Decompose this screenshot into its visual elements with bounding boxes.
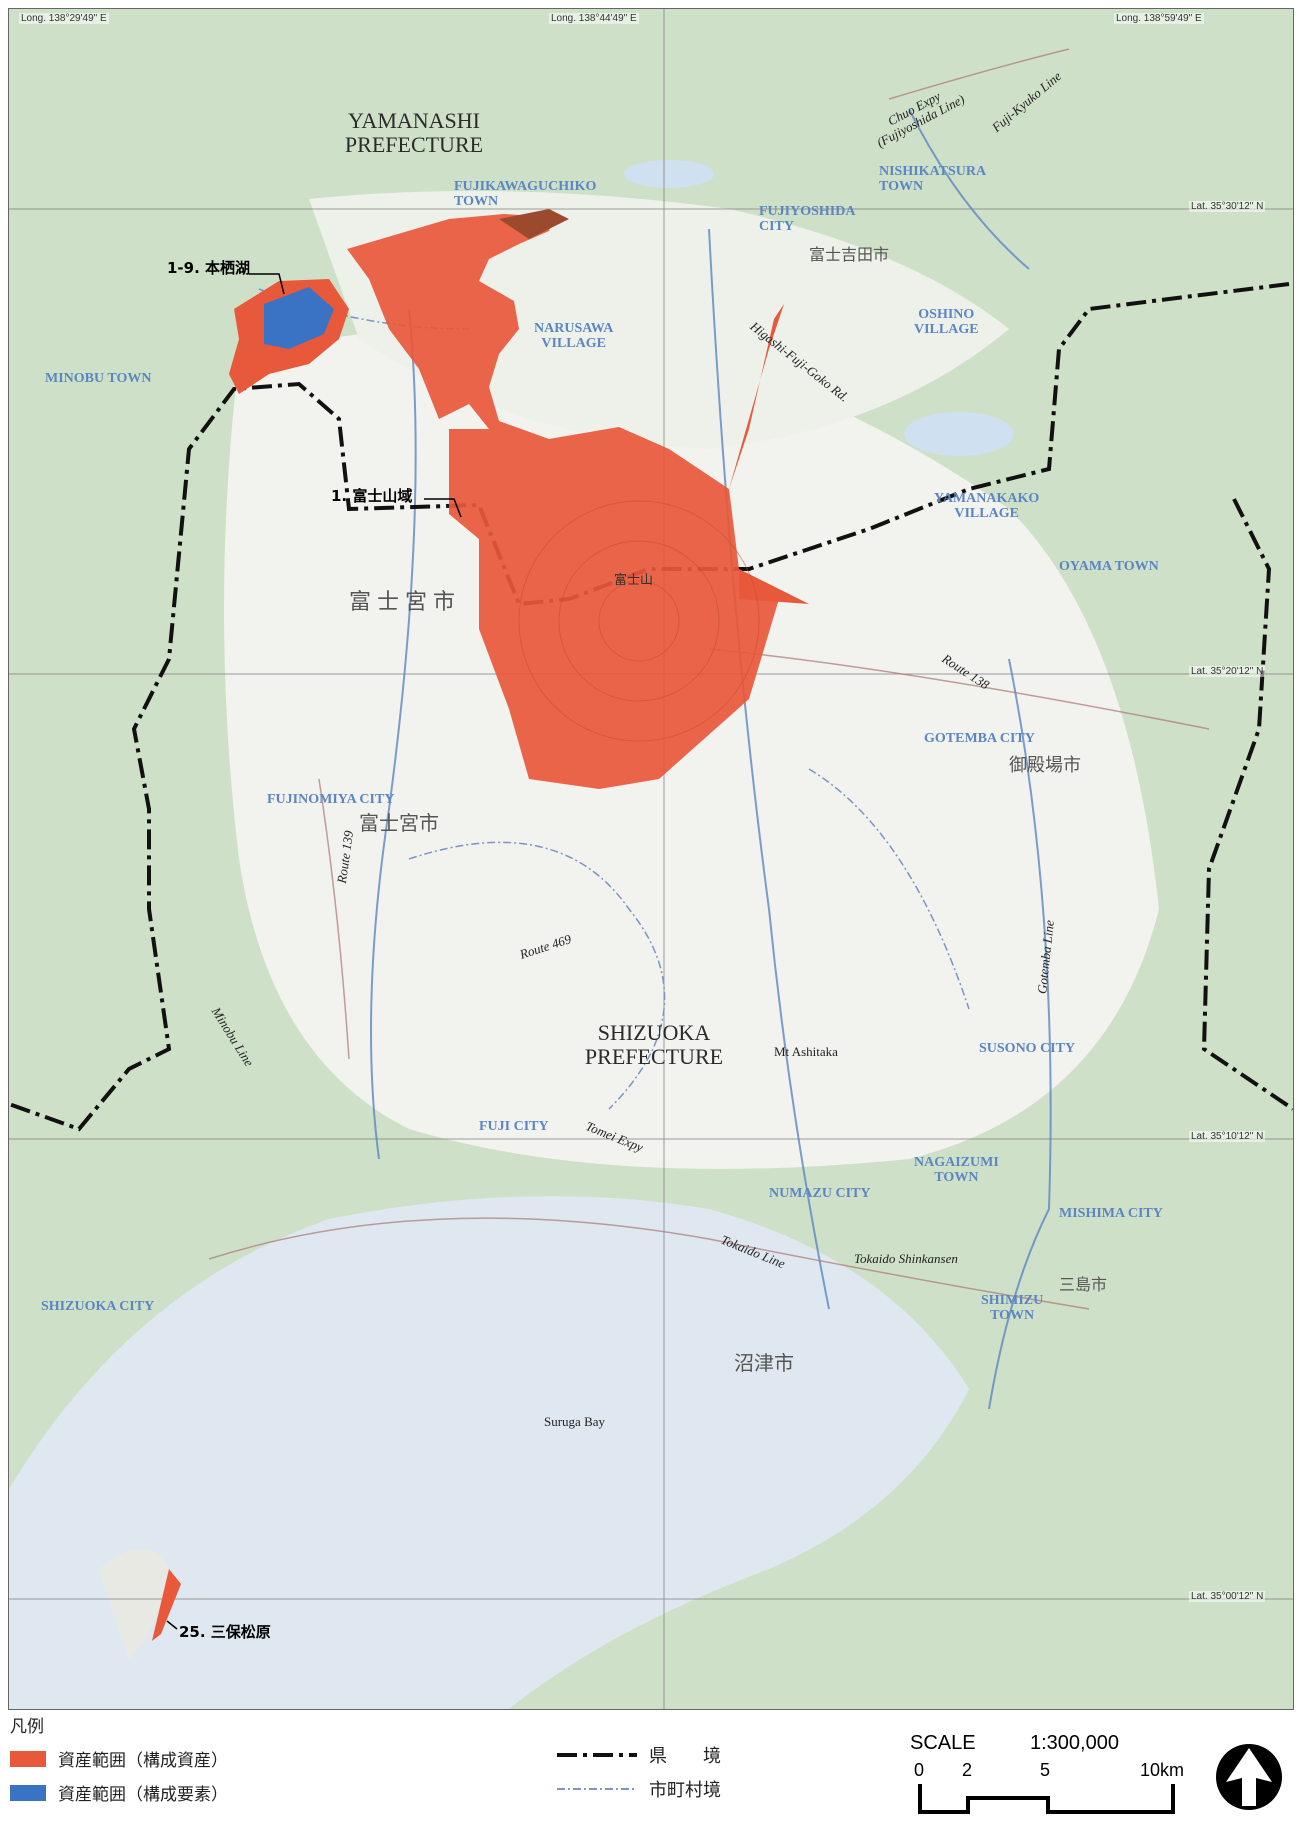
miho-property-area bbox=[152, 1569, 181, 1641]
coord-lat-30: Lat. 35°30'12" N bbox=[1189, 201, 1266, 212]
legend-item-property: 資産範囲（構成資産） bbox=[10, 1746, 228, 1771]
scale-bar: SCALE 1:300,000 0 2 5 10km bbox=[900, 1732, 1220, 1822]
kawaguchi-property-strip bbox=[499, 209, 569, 239]
town-minobu: MINOBU TOWN bbox=[45, 371, 152, 386]
miho-peninsula bbox=[99, 1549, 169, 1659]
legend-item-muni-border: 市町村境 bbox=[557, 1776, 721, 1802]
city-fujinomiya: FUJINOMIYA CITY bbox=[267, 792, 395, 807]
coord-long-mid: Long. 138°44'49" E bbox=[549, 13, 639, 24]
feature-suruga-bay: Suruga Bay bbox=[544, 1414, 606, 1429]
coord-lat-20: Lat. 35°20'12" N bbox=[1189, 666, 1266, 677]
feature-mt-ashitaka: Mt Ashitaka bbox=[774, 1044, 838, 1059]
city-mishima: MISHIMA CITY bbox=[1059, 1206, 1163, 1221]
fuji-contour-marks bbox=[518, 500, 760, 742]
town-oyama: OYAMA TOWN bbox=[1059, 559, 1159, 574]
site-miho[interactable]: 25. 三保松原 bbox=[179, 1623, 271, 1641]
muni-border-line-icon bbox=[557, 1788, 637, 1790]
jp-fujinomiya-south: 富士宮市 bbox=[359, 811, 439, 835]
property-swatch-icon bbox=[10, 1750, 46, 1767]
scale-title: SCALE bbox=[910, 1732, 976, 1754]
coord-long-left: Long. 138°29'49" E bbox=[19, 13, 109, 24]
yoshida-trail-property bbox=[729, 304, 784, 489]
legend-panel: 凡例 資産範囲（構成資産） 資産範囲（構成要素） 県 境 市町村境 SCALE … bbox=[0, 1712, 1300, 1825]
scale-tick-5: 5 bbox=[1040, 1760, 1051, 1780]
map-frame[interactable]: Long. 138°29'49" E Long. 138°44'49" E Lo… bbox=[8, 8, 1294, 1710]
motosuko-lake-component bbox=[264, 287, 334, 349]
pref-border-line-icon bbox=[557, 1753, 637, 1757]
scale-tick-2: 2 bbox=[962, 1760, 973, 1780]
coord-long-right: Long. 138°59'49" E bbox=[1114, 13, 1204, 24]
site-leader-lines bbox=[166, 273, 462, 1630]
site-fujisan-area[interactable]: 1. 富士山域 bbox=[331, 487, 413, 505]
legend-item-component: 資産範囲（構成要素） bbox=[10, 1780, 228, 1805]
scale-tick-0: 0 bbox=[914, 1760, 925, 1780]
component-swatch-icon bbox=[10, 1784, 46, 1801]
map-canvas bbox=[9, 9, 1293, 1709]
jp-fujisan: 富士山 bbox=[614, 573, 654, 588]
scale-ratio: 1:300,000 bbox=[1030, 1732, 1119, 1754]
scale-tick-10: 10km bbox=[1140, 1760, 1185, 1780]
city-shizuoka: SHIZUOKA CITY bbox=[41, 1299, 155, 1314]
scale-bar-graphic bbox=[918, 1784, 1175, 1814]
coord-lat-10: Lat. 35°10'12" N bbox=[1189, 1131, 1266, 1142]
city-susono: SUSONO CITY bbox=[979, 1041, 1076, 1056]
site-motosuko[interactable]: 1-9. 本栖湖 bbox=[167, 259, 251, 277]
legend-title: 凡例 bbox=[10, 1717, 44, 1737]
city-gotemba: GOTEMBA CITY bbox=[924, 731, 1035, 746]
jp-gotemba: 御殿場市 bbox=[1009, 755, 1081, 776]
city-numazu: NUMAZU CITY bbox=[769, 1186, 871, 1201]
prefecture-border-east bbox=[1201, 498, 1293, 1111]
rail-tokaido-shinkansen: Tokaido Shinkansen bbox=[854, 1251, 958, 1266]
legend-item-pref-border: 県 境 bbox=[557, 1742, 721, 1768]
jp-numazu: 沼津市 bbox=[734, 1351, 794, 1375]
legend-muni-border-label: 市町村境 bbox=[649, 1780, 721, 1801]
lake-yamanaka bbox=[904, 412, 1014, 456]
suruga-bay-water bbox=[9, 1196, 969, 1709]
legend-property-label: 資産範囲（構成資産） bbox=[58, 1751, 228, 1771]
city-fuji: FUJI CITY bbox=[479, 1119, 549, 1134]
jp-fujinomiya-north: 富士宮市 bbox=[349, 590, 462, 615]
legend-component-label: 資産範囲（構成要素） bbox=[58, 1785, 228, 1805]
lake-kawaguchi bbox=[624, 160, 714, 188]
jp-fujiyoshida: 富士吉田市 bbox=[809, 245, 890, 264]
coord-lat-00: Lat. 35°00'12" N bbox=[1189, 1591, 1266, 1602]
roads-lines bbox=[208, 48, 1210, 1310]
north-arrow-icon bbox=[1216, 1744, 1282, 1810]
legend-pref-border-label: 県 境 bbox=[649, 1746, 721, 1767]
jp-mishima: 三島市 bbox=[1059, 1275, 1108, 1294]
prefecture-border-line bbox=[9, 282, 1290, 1132]
rivers bbox=[370, 108, 1052, 1410]
